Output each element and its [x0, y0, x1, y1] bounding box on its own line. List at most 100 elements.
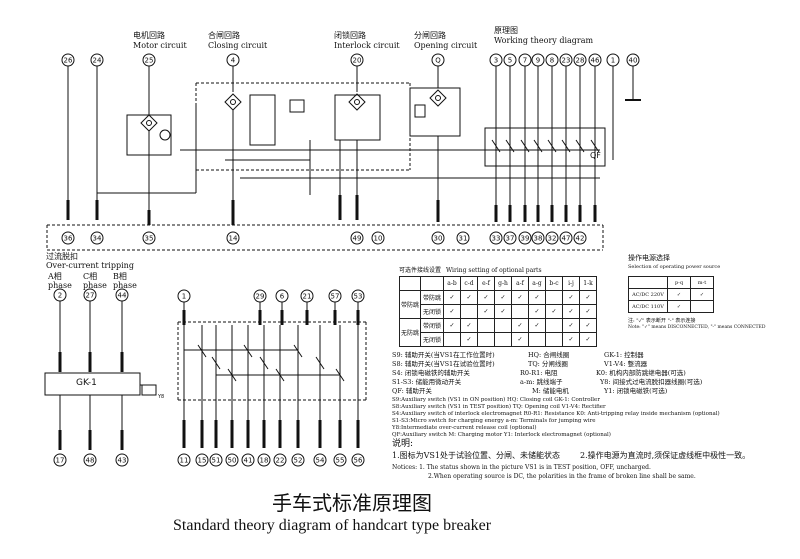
terminal-label: 7 — [523, 57, 527, 65]
phase-a-en: phase — [48, 281, 72, 290]
terminal-circle — [371, 231, 385, 245]
terminal-label: 29 — [256, 293, 265, 301]
terminal-circle — [142, 231, 156, 245]
terminal-label: 57 — [331, 293, 340, 301]
terminal-label: 31 — [459, 235, 468, 243]
terminal-label: 51 — [212, 457, 221, 465]
legend-cn: M: 储能电机 — [532, 387, 569, 395]
terminal-circle — [456, 231, 470, 245]
terminal-label: 3 — [494, 57, 498, 65]
motor-rectifier — [140, 114, 158, 132]
terminal-circle — [226, 231, 240, 245]
optional-col: g-h — [494, 276, 512, 291]
opening-coil — [414, 104, 426, 118]
optional-col: a-f — [511, 276, 529, 291]
optional-cell: ✓ — [460, 332, 478, 347]
closing-header-cn: 合闸回路 — [208, 31, 240, 40]
qf-switch-box — [484, 127, 606, 167]
terminal-label: 42 — [576, 235, 585, 243]
terminal-label: 1 — [182, 293, 186, 301]
optional-cell: ✓ — [528, 304, 546, 319]
terminal-label: 41 — [244, 457, 253, 465]
optional-row: 无防跳 带闭锁 ✓ ✓ ✓ ✓ ✓ ✓ — [399, 318, 597, 347]
optional-col: i-j — [562, 276, 580, 291]
optional-cell: ✓ — [579, 332, 597, 347]
terminal-circle — [115, 453, 129, 467]
wire — [590, 139, 600, 153]
optional-sub: 带闭锁 — [420, 318, 444, 333]
wire — [561, 139, 571, 153]
terminal-label: 4 — [231, 57, 236, 65]
terminal-circle — [313, 453, 327, 467]
wire — [491, 139, 501, 153]
notes-cn1: 1.图标为VS1处于试验位置、分闸、未储能状态 — [392, 451, 560, 460]
terminal-label: 6 — [280, 293, 285, 301]
terminal-label: 43 — [118, 457, 127, 465]
interlock-header-cn: 闭锁回路 — [334, 31, 366, 40]
terminal-circle — [545, 231, 559, 245]
power-title-en: Selection of operating power source — [628, 264, 721, 270]
power-title-cn: 操作电源选择 — [628, 254, 670, 262]
terminal-circle — [90, 231, 104, 245]
notes-title: 说明: — [392, 439, 414, 449]
optional-cell — [528, 332, 546, 347]
optional-cell — [545, 290, 563, 305]
optional-cell: ✓ — [528, 290, 546, 305]
legend-cn: S1-S3: 储能用微动开关 — [392, 378, 462, 386]
terminal-label: 10 — [374, 235, 383, 243]
terminal-label: 23 — [562, 57, 571, 65]
terminal-label: 54 — [316, 457, 325, 465]
terminal-circle — [257, 453, 271, 467]
optional-cell — [443, 332, 461, 347]
terminal-circle — [489, 231, 503, 245]
optional-cell — [494, 318, 512, 333]
interlock-rectifier — [348, 93, 366, 111]
terminal-label: 50 — [228, 457, 237, 465]
terminal-label: 32 — [548, 235, 557, 243]
optional-col: a-g — [528, 276, 546, 291]
optional-cell: ✓ — [477, 290, 495, 305]
optional-cell: ✓ — [443, 290, 461, 305]
optional-col: 1-k — [579, 276, 597, 291]
terminal-label: 35 — [145, 235, 154, 243]
optional-cell: ✓ — [460, 290, 478, 305]
optional-wiring-table: a-b c-d e-f g-h a-f a-g b-c i-j 1-k 带防跳 … — [399, 276, 597, 347]
optional-cell: ✓ — [494, 290, 512, 305]
legend-cn: QF: 辅助开关 — [392, 387, 432, 395]
optional-cell: ✓ — [443, 318, 461, 333]
optional-group: 无防跳 — [399, 318, 421, 347]
terminal-label: 36 — [64, 235, 73, 243]
wire — [243, 344, 253, 358]
optional-cell: ✓ — [477, 304, 495, 319]
legend-cn: TQ: 分闸线圈 — [528, 360, 568, 368]
terminal-label: 46 — [591, 57, 600, 65]
qf-label: QF — [590, 151, 601, 160]
terminal-circle — [333, 453, 347, 467]
optional-cell: ✓ — [511, 332, 529, 347]
rectifier-diode — [230, 99, 236, 105]
terminal-label: 11 — [180, 457, 189, 465]
phase-c-en: phase — [83, 281, 107, 290]
optional-cell: ✓ — [579, 304, 597, 319]
legend-cn: GK-1: 控制器 — [604, 351, 644, 359]
closing-coil — [289, 99, 305, 113]
optional-cell: ✓ — [511, 318, 529, 333]
optional-cell — [545, 332, 563, 347]
optional-row: 带防跳 带防跳 ✓ ✓ ✓ ✓ ✓ ✓ ✓ ✓ — [399, 290, 597, 319]
optional-cell: ✓ — [562, 332, 580, 347]
terminal-circle — [241, 453, 255, 467]
overcurrent-header-cn: 过流脱扣 — [46, 252, 78, 261]
optional-col: e-f — [477, 276, 495, 291]
terminal-label: 5 — [508, 57, 512, 65]
terminal-label: 17 — [56, 457, 65, 465]
optional-cell: ✓ — [562, 290, 580, 305]
terminal-circle — [559, 231, 573, 245]
phase-c-cn: C相 — [83, 272, 98, 281]
legend-cn: R0-R1: 电阻 — [520, 369, 558, 377]
terminal-circle — [177, 453, 191, 467]
y8-label: Y8 — [157, 394, 164, 400]
wire — [315, 356, 325, 370]
interlock-header-en: Interlock circuit — [334, 41, 400, 50]
terminal-label: 2 — [58, 292, 62, 300]
motor-symbol — [159, 129, 171, 141]
